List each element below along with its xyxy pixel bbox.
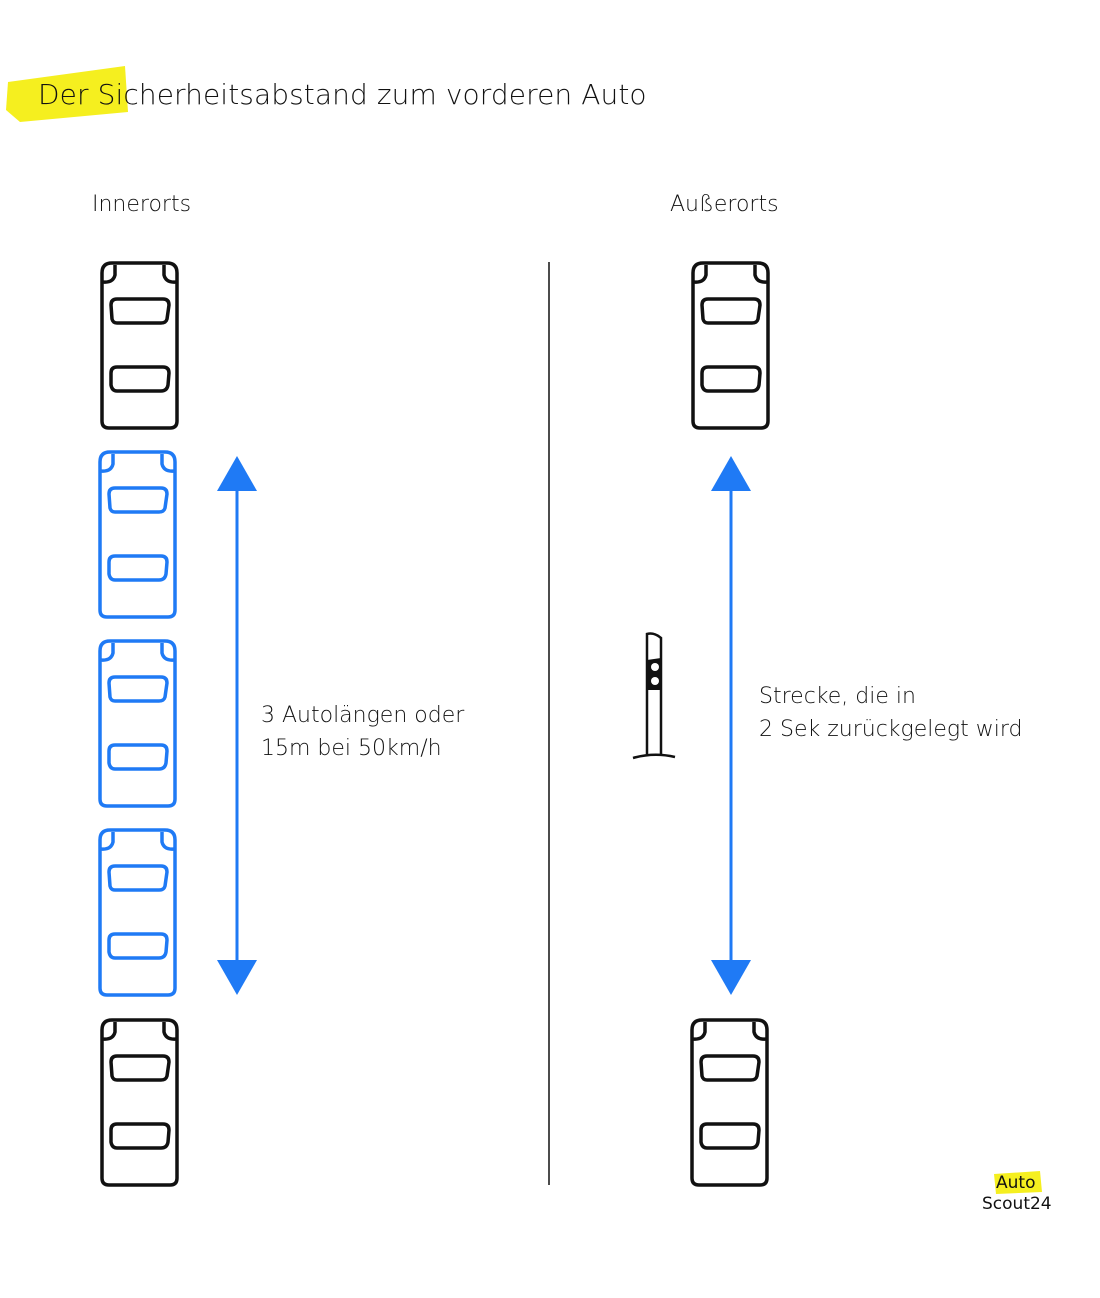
autoscout24-logo: Auto Scout24 — [980, 1170, 1060, 1220]
annotation-line: Strecke, die in — [759, 684, 916, 709]
double-arrow-icon-ausserorts — [711, 456, 751, 995]
car-top-view-icon-blue — [98, 450, 177, 619]
annotation-line: 15m bei 50km/h — [261, 736, 442, 761]
car-top-view-icon — [100, 1018, 179, 1187]
page-title: Der Sicherheitsabstand zum vorderen Auto — [38, 78, 647, 111]
annotation-ausserorts: Strecke, die in 2 Sek zurückgelegt wird — [759, 680, 1022, 746]
logo-text-auto: Auto — [996, 1173, 1036, 1193]
highlight-brush-stroke — [6, 66, 128, 122]
car-top-view-icon-blue — [98, 639, 177, 808]
car-top-view-icon — [691, 261, 770, 430]
car-top-view-icon — [690, 1018, 769, 1187]
roadside-delineator-post-icon — [632, 632, 676, 760]
logo-text-scout24: Scout24 — [982, 1194, 1052, 1214]
section-label-innerorts: Innerorts — [92, 192, 192, 217]
car-top-view-icon-blue — [98, 828, 177, 997]
title-block: Der Sicherheitsabstand zum vorderen Auto — [0, 60, 700, 140]
section-label-ausserorts: Außerorts — [670, 192, 779, 217]
double-arrow-icon-innerorts — [217, 456, 257, 995]
logo-highlight — [994, 1171, 1042, 1194]
annotation-line: 3 Autolängen oder — [261, 703, 465, 728]
annotation-line: 2 Sek zurückgelegt wird — [759, 717, 1023, 742]
car-top-view-icon — [100, 261, 179, 430]
annotation-innerorts: 3 Autolängen oder 15m bei 50km/h — [261, 699, 464, 765]
